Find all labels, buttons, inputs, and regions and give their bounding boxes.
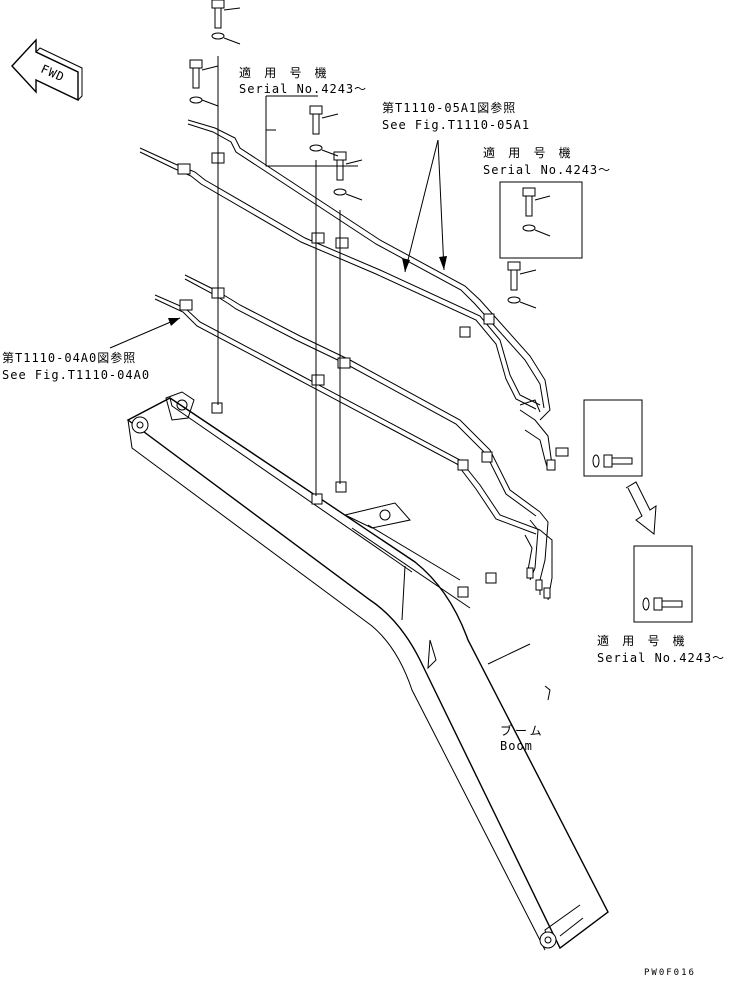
serial-right-jp: 適 用 号 機: [483, 145, 574, 160]
ref-04a0-jp: 第T1110-04A0図参照: [2, 350, 136, 365]
ref-04a0-arrow: [109, 317, 181, 349]
washer-icon: [189, 32, 650, 611]
bolt-icon: [189, 0, 683, 611]
callout-box-mid: [583, 399, 643, 477]
callout-box-top: [265, 95, 358, 167]
boom-label-en: Boom: [500, 739, 533, 753]
ref-05a1-arrows: [402, 139, 447, 273]
transfer-arrow: [625, 481, 657, 535]
drawing-code: PW0F016: [644, 968, 696, 978]
serial-bottom-en: Serial No.4243〜: [597, 651, 725, 665]
assembly-guide-lines: [217, 56, 341, 496]
cylinder-bracket: [343, 502, 471, 609]
ref-04a0-en: See Fig.T1110-04A0: [2, 368, 150, 382]
boom-label-jp: ブーム: [500, 723, 545, 738]
boom-body: [126, 391, 609, 951]
callout-box-bottom: [633, 545, 693, 623]
serial-top-en: Serial No.4243〜: [239, 82, 367, 96]
fwd-arrow-icon: FWD: [11, 38, 83, 102]
callout-box-right: [499, 181, 583, 259]
serial-bottom-jp: 適 用 号 機: [597, 633, 688, 648]
ref-05a1-en: See Fig.T1110-05A1: [382, 118, 530, 132]
serial-top-jp: 適 用 号 機: [239, 65, 330, 80]
bolt-leaders: [201, 7, 551, 309]
serial-right-en: Serial No.4243〜: [483, 163, 611, 177]
ref-05a1-jp: 第T1110-05A1図参照: [382, 100, 516, 115]
line-end-fittings: [519, 399, 569, 601]
clamp-icon: [177, 152, 497, 598]
